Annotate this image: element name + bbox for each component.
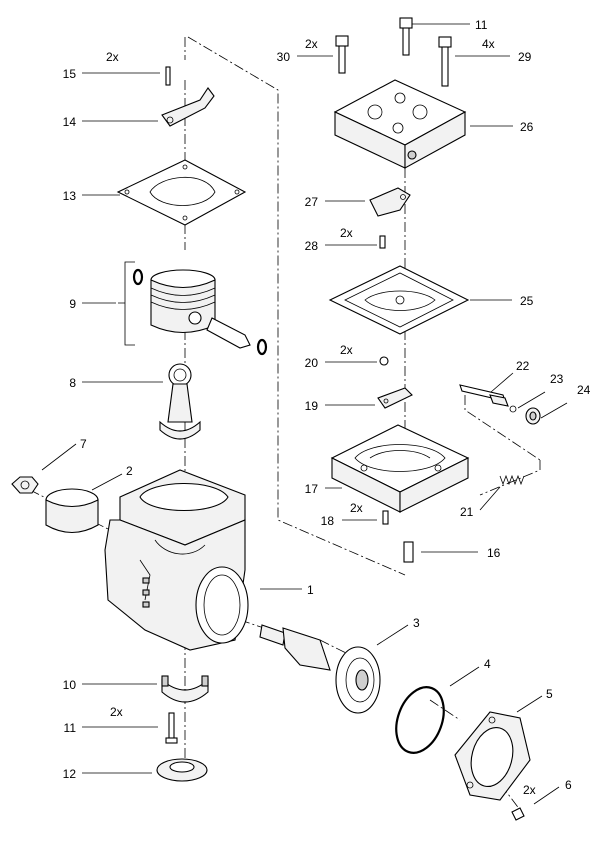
callout-9: 9 bbox=[69, 297, 76, 311]
part-3-crankshaft bbox=[259, 624, 381, 714]
leader-lines bbox=[41, 23, 568, 805]
callout-20-qty: 2x bbox=[340, 343, 353, 357]
part-12-oil-cover bbox=[156, 758, 208, 782]
callout-14: 14 bbox=[63, 115, 77, 129]
callout-21: 21 bbox=[460, 505, 474, 519]
callout-16: 16 bbox=[487, 546, 501, 560]
callout-10: 10 bbox=[63, 678, 77, 692]
part-19-plate bbox=[377, 387, 413, 409]
callout-17: 17 bbox=[305, 482, 319, 496]
part-28-screw bbox=[379, 235, 386, 249]
callout-15-qty: 2x bbox=[106, 50, 119, 64]
callout-7: 7 bbox=[80, 437, 87, 451]
part-10-bearing-cap bbox=[161, 675, 209, 703]
part-18-screw bbox=[382, 510, 389, 525]
callout-24: 24 bbox=[577, 383, 591, 397]
part-9-piston bbox=[118, 261, 268, 356]
part-14-bracket bbox=[161, 87, 215, 127]
callout-11-qty: 2x bbox=[110, 705, 123, 719]
callout-27: 27 bbox=[305, 195, 319, 209]
part-5-end-cover bbox=[454, 711, 531, 801]
callout-29: 29 bbox=[518, 50, 532, 64]
head-bolts bbox=[335, 17, 452, 87]
part-2-sleeve bbox=[45, 488, 99, 534]
part-16-sleeve bbox=[403, 541, 414, 563]
callout-5: 5 bbox=[546, 687, 553, 701]
callout-4: 4 bbox=[484, 657, 491, 671]
callout-13: 13 bbox=[63, 189, 77, 203]
callout-2: 2 bbox=[126, 464, 133, 478]
callout-18-qty: 2x bbox=[350, 501, 363, 515]
callout-6-qty: 2x bbox=[523, 783, 536, 797]
callout-22: 22 bbox=[516, 359, 530, 373]
callout-28: 28 bbox=[305, 239, 319, 253]
callout-29-qty: 4x bbox=[482, 37, 495, 51]
part-23-washer bbox=[509, 405, 517, 413]
part-13-gasket bbox=[116, 159, 247, 226]
callout-15: 15 bbox=[63, 67, 77, 81]
callout-28-qty: 2x bbox=[340, 226, 353, 240]
callout-23: 23 bbox=[550, 372, 564, 386]
part-11-screw-lower bbox=[165, 712, 178, 744]
callout-25: 25 bbox=[520, 294, 534, 308]
callout-18: 18 bbox=[321, 514, 335, 528]
part-7-nut bbox=[11, 476, 39, 494]
part-1-crankcase bbox=[104, 469, 249, 651]
callout-12: 12 bbox=[63, 767, 77, 781]
part-26-cylinder-head bbox=[333, 79, 467, 169]
callout-6: 6 bbox=[565, 778, 572, 792]
part-8-connecting-rod bbox=[159, 363, 201, 440]
part-4-o-ring bbox=[395, 686, 445, 754]
callout-30-qty: 2x bbox=[305, 37, 318, 51]
part-15-pin bbox=[165, 66, 171, 86]
callout-1: 1 bbox=[307, 583, 314, 597]
part-17-valve-plate bbox=[330, 424, 470, 513]
part-21-spring bbox=[499, 474, 525, 486]
part-27-bracket bbox=[369, 187, 411, 217]
part-24-plug bbox=[525, 407, 541, 425]
callout-3: 3 bbox=[413, 616, 420, 630]
part-25-gasket bbox=[328, 265, 470, 335]
assembly-axes bbox=[29, 36, 541, 811]
part-20-nut bbox=[379, 356, 389, 366]
callout-26: 26 bbox=[520, 120, 534, 134]
callout-labels: 2x 15 14 13 9 8 7 2 1 3 4 5 2x 6 10 2x 1… bbox=[63, 18, 591, 797]
callout-19: 19 bbox=[305, 399, 319, 413]
callout-20: 20 bbox=[305, 356, 319, 370]
part-22-valve bbox=[459, 384, 509, 407]
callout-11: 11 bbox=[64, 721, 77, 735]
callout-30: 30 bbox=[277, 50, 291, 64]
callout-11-top: 11 bbox=[475, 18, 488, 32]
part-6-screw bbox=[511, 807, 525, 821]
callout-8: 8 bbox=[69, 376, 76, 390]
